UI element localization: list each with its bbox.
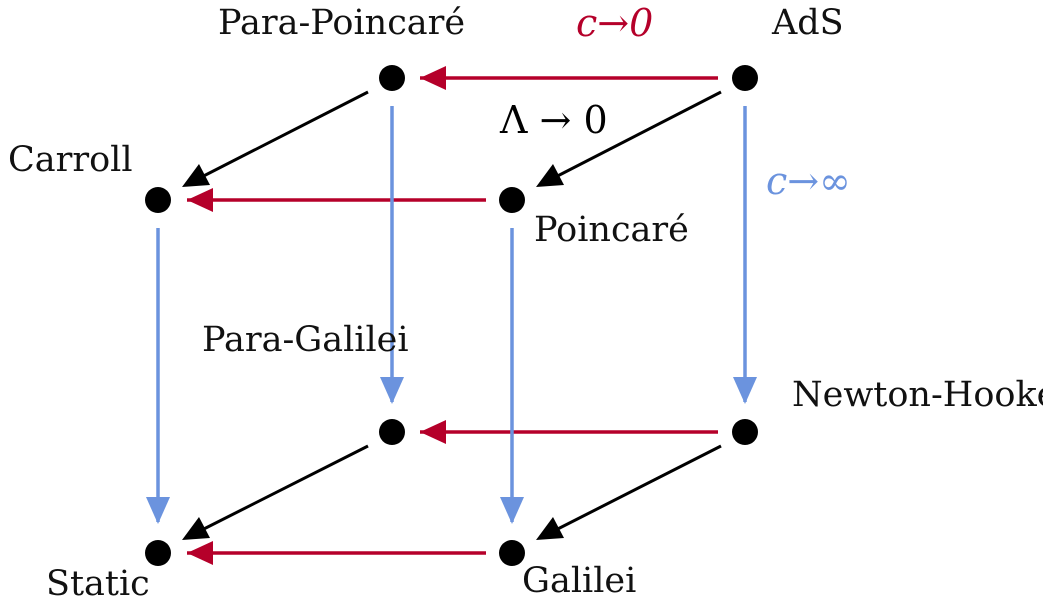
node-newton-hooke [732,419,758,445]
arrow-newton-hooke-to-galilei [539,444,722,540]
label-poincare: Poincaré [534,210,689,250]
node-para-galilei [379,419,405,445]
node-static [145,540,171,566]
node-carroll [145,187,171,213]
node-poincare [499,187,525,213]
arrowhead-galilei-to-static [187,541,213,565]
label-para-poincare: Para-Poincaré [218,3,465,43]
node-galilei [499,540,525,566]
limit-label-c-to-zero: c→0 [576,1,653,45]
arrowhead-ads-to-para-poincare [420,66,446,90]
arrow-ads-to-poincare [539,90,722,187]
arrowhead-ads-to-newton-hooke [733,377,757,404]
node-para-poincare [379,65,405,91]
arrowhead-ads-to-poincare [536,164,564,187]
label-ads: AdS [771,3,844,43]
arrowhead-poincare-to-galilei [500,497,524,524]
label-carroll: Carroll [8,140,133,180]
limit-label-c-to-infinity: c→∞ [766,159,851,203]
arrowhead-para-galilei-to-static [182,517,210,540]
node-ads [732,65,758,91]
arrowhead-para-poincare-to-para-galilei [380,377,404,404]
label-newton-hooke: Newton-Hooke [792,375,1043,415]
label-galilei: Galilei [522,561,636,601]
label-para-galilei: Para-Galilei [202,320,409,360]
arrow-para-galilei-to-static [185,444,369,540]
arrowhead-newton-hooke-to-para-galilei [420,420,446,444]
arrowhead-newton-hooke-to-galilei [536,517,564,540]
arrowhead-poincare-to-carroll [187,188,213,212]
arrow-para-poincare-to-carroll [185,90,369,187]
limit-label-lambda-to-zero: Λ → 0 [499,98,608,142]
label-static: Static [46,564,150,602]
arrowhead-para-poincare-to-carroll [182,164,210,187]
arrowhead-carroll-to-static [146,497,170,524]
